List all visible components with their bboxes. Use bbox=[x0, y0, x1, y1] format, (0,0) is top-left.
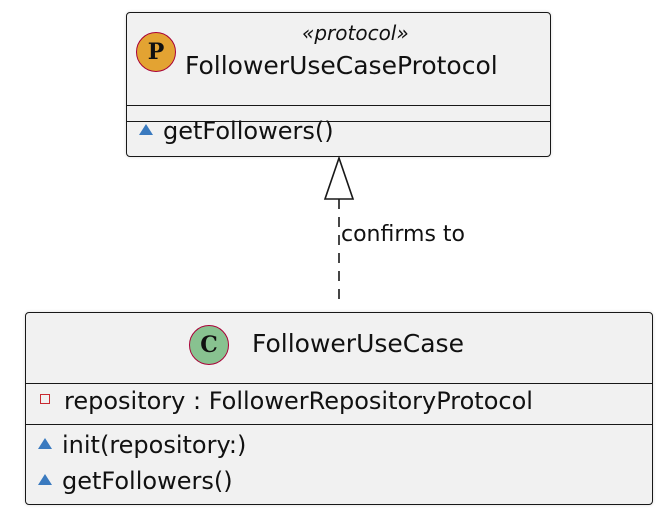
protocol-method-getfollowers[interactable]: getFollowers() bbox=[139, 117, 334, 145]
protocol-method-label: getFollowers() bbox=[163, 117, 334, 145]
concrete-method-label: init(repository:) bbox=[62, 431, 247, 459]
concrete-field-repository[interactable]: repository : FollowerRepositoryProtocol bbox=[38, 387, 533, 415]
class-badge-icon: C bbox=[189, 325, 229, 365]
protocol-methods-divider bbox=[127, 121, 550, 122]
concrete-method-getfollowers[interactable]: getFollowers() bbox=[38, 467, 233, 495]
relation-label: confirms to bbox=[341, 222, 465, 247]
package-visibility-icon bbox=[38, 473, 52, 485]
concrete-method-label: getFollowers() bbox=[62, 467, 233, 495]
protocol-badge-icon: P bbox=[136, 32, 176, 72]
concrete-method-init[interactable]: init(repository:) bbox=[38, 431, 246, 459]
protocol-stereotype: «protocol» bbox=[302, 21, 409, 45]
concrete-class-header: C FollowerUseCase bbox=[26, 313, 652, 377]
package-visibility-icon bbox=[38, 437, 52, 449]
class-badge-letter: C bbox=[200, 332, 218, 358]
protocol-fields-divider bbox=[127, 105, 550, 106]
protocol-class-name: FollowerUseCaseProtocol bbox=[185, 51, 498, 80]
concrete-fields-divider bbox=[26, 383, 652, 384]
package-visibility-icon bbox=[139, 123, 153, 135]
protocol-class-box[interactable]: P «protocol» FollowerUseCaseProtocol get… bbox=[126, 12, 551, 157]
protocol-badge-letter: P bbox=[147, 39, 165, 65]
concrete-class-box[interactable]: C FollowerUseCase repository : FollowerR… bbox=[25, 312, 653, 505]
private-visibility-icon bbox=[40, 394, 50, 404]
concrete-methods-divider bbox=[26, 424, 652, 425]
realization-arrowhead-icon bbox=[323, 155, 355, 200]
concrete-class-name: FollowerUseCase bbox=[252, 329, 464, 358]
protocol-class-header: P «protocol» FollowerUseCaseProtocol bbox=[127, 13, 550, 93]
concrete-field-label: repository : FollowerRepositoryProtocol bbox=[64, 387, 533, 415]
